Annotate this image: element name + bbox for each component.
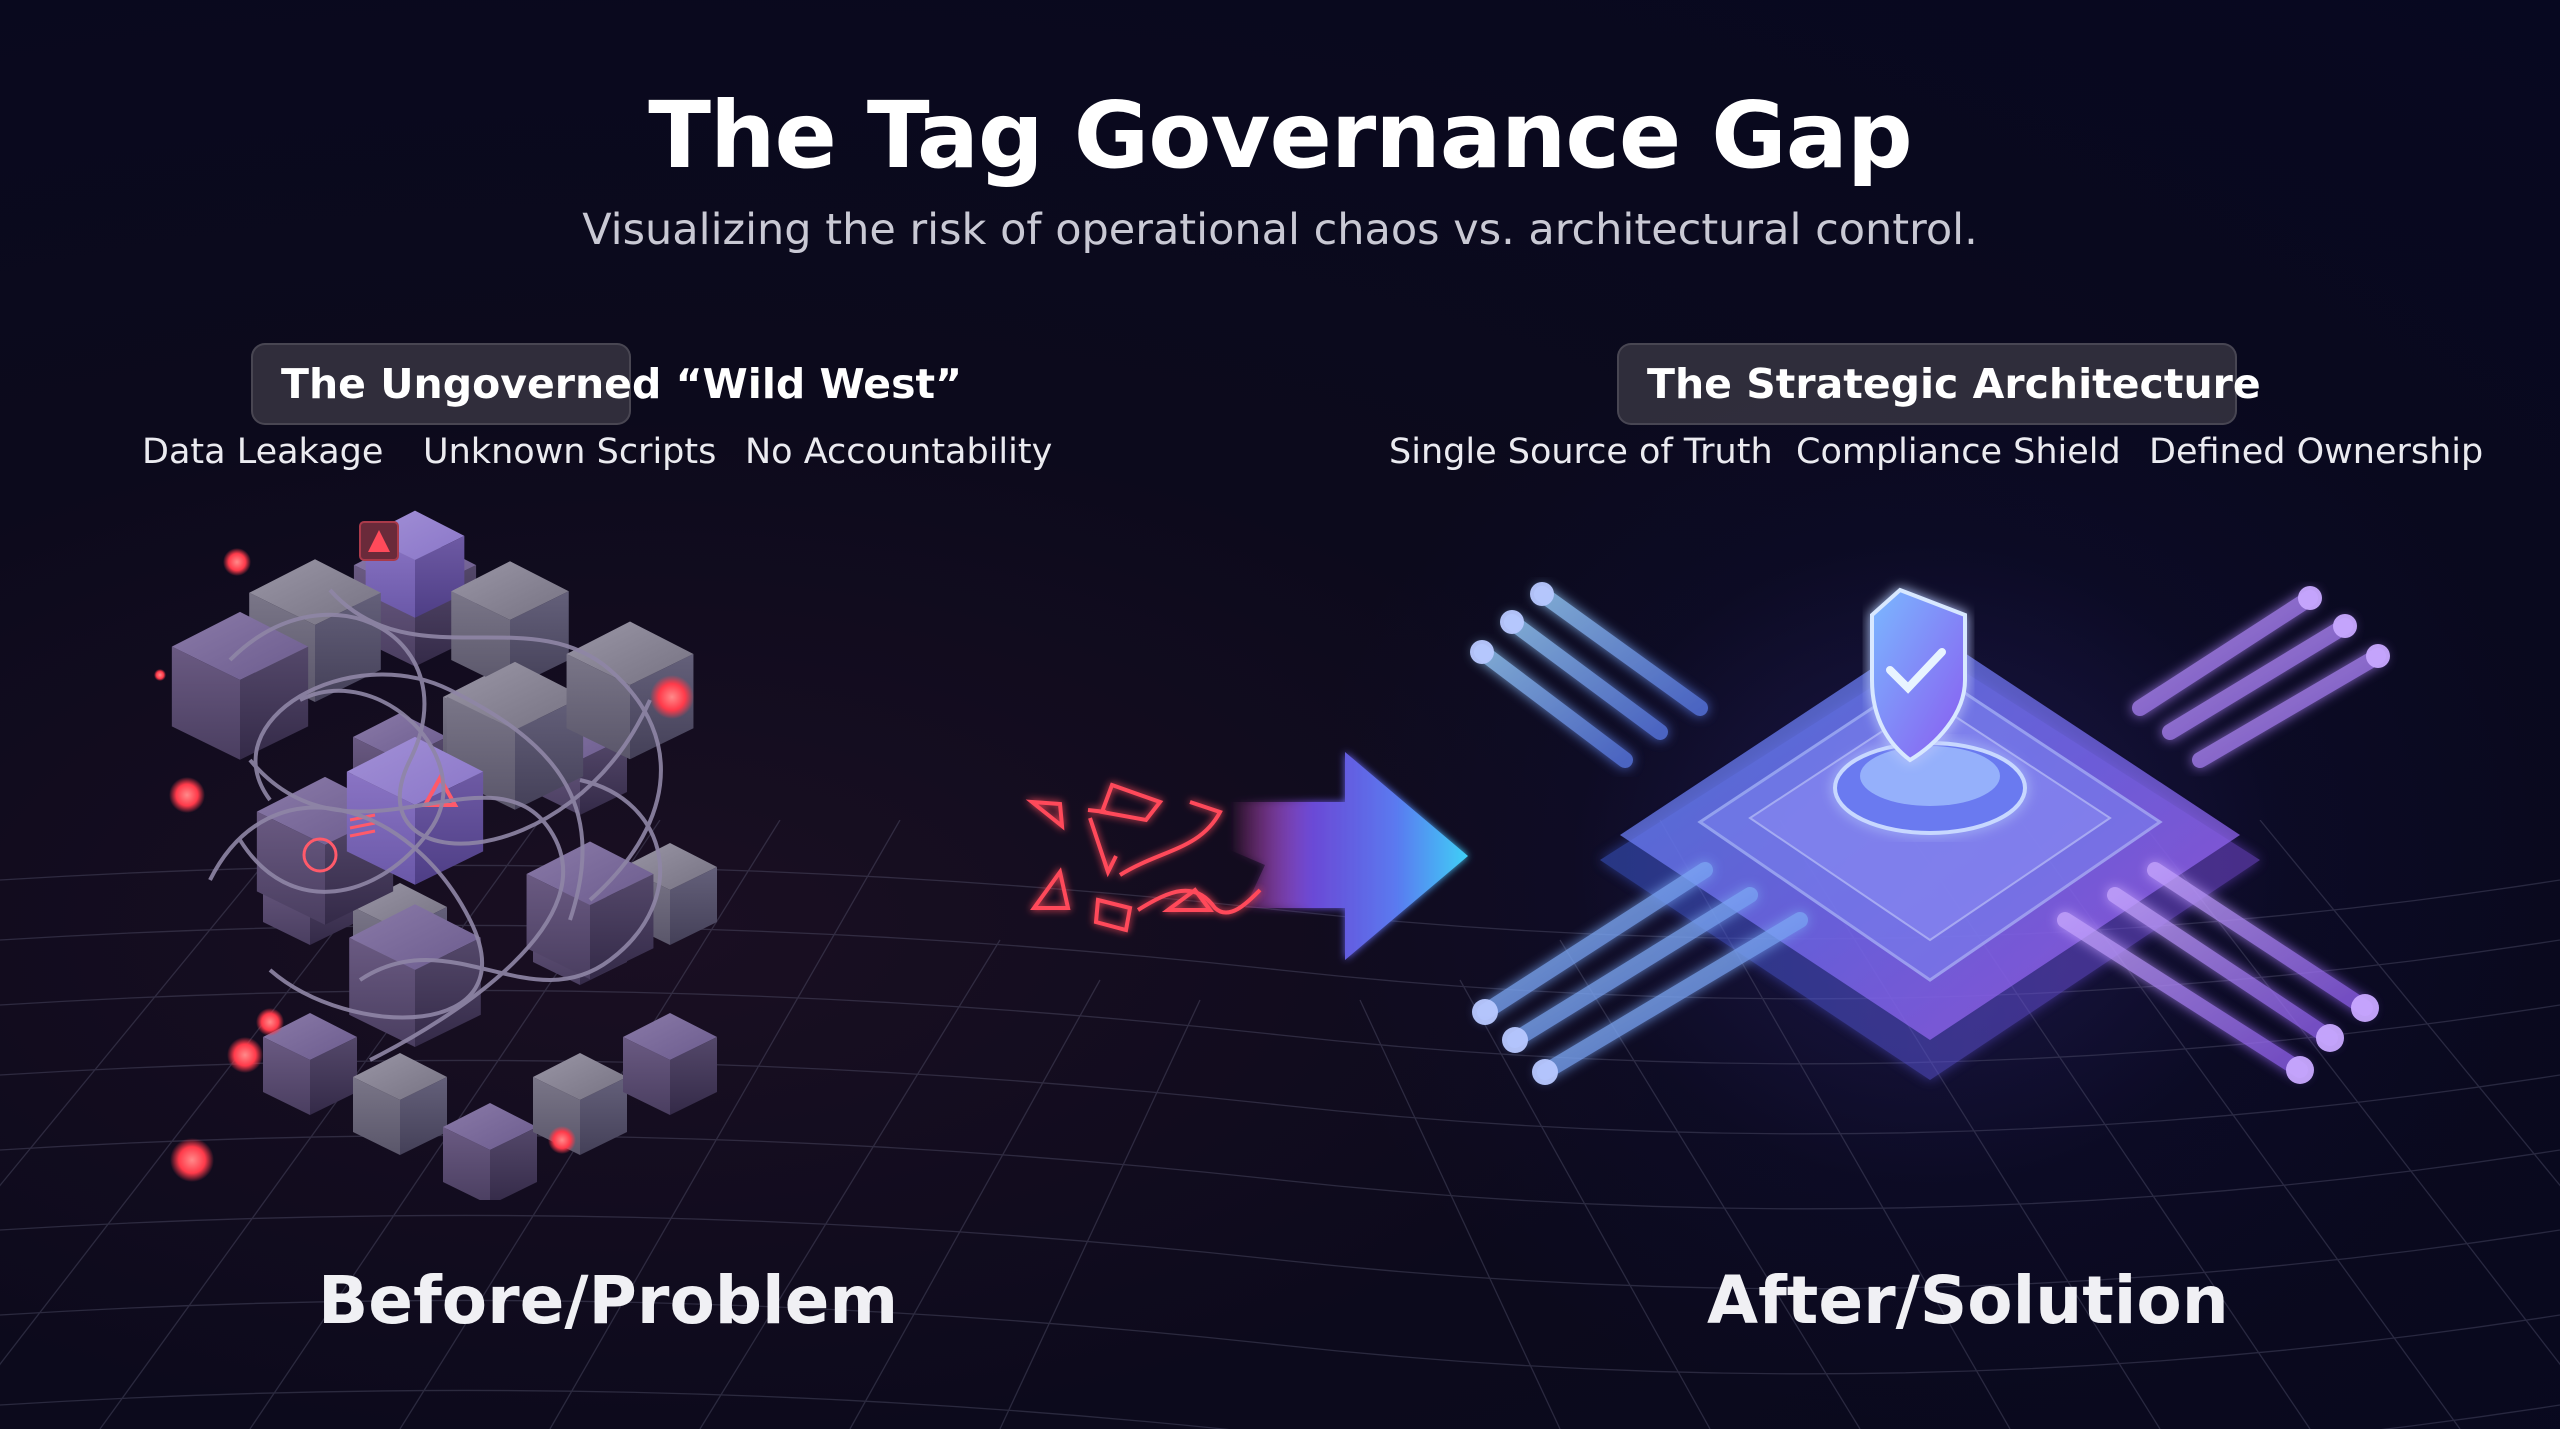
page-subtitle: Visualizing the risk of operational chao…: [582, 205, 1978, 255]
tag-compliance-shield: Compliance Shield: [1796, 432, 2121, 472]
tangled-cubes-chaos-icon: [154, 510, 717, 1200]
before-tags: Data Leakage Unknown Scripts No Accounta…: [142, 432, 1052, 482]
before-caption: Before/Problem: [318, 1262, 899, 1339]
tag-no-accountability: No Accountability: [745, 432, 1053, 472]
shielded-chip-architecture-icon: [1470, 582, 2390, 1085]
tag-unknown-scripts: Unknown Scripts: [423, 432, 717, 472]
after-section-pill: The Strategic Architecture: [1617, 343, 2261, 425]
tag-data-leakage: Data Leakage: [142, 432, 384, 472]
after-caption: After/Solution: [1707, 1262, 2229, 1339]
after-tags: Single Source of Truth Compliance Shield…: [1389, 432, 2489, 482]
page-title: The Tag Governance Gap: [648, 82, 1912, 189]
shattered-to-solid-arrow-icon: [1025, 752, 1468, 960]
before-section-pill: The Ungoverned “Wild West”: [251, 343, 962, 425]
tag-defined-ownership: Defined Ownership: [2149, 432, 2484, 472]
tag-single-source-of-truth: Single Source of Truth: [1389, 432, 1773, 472]
